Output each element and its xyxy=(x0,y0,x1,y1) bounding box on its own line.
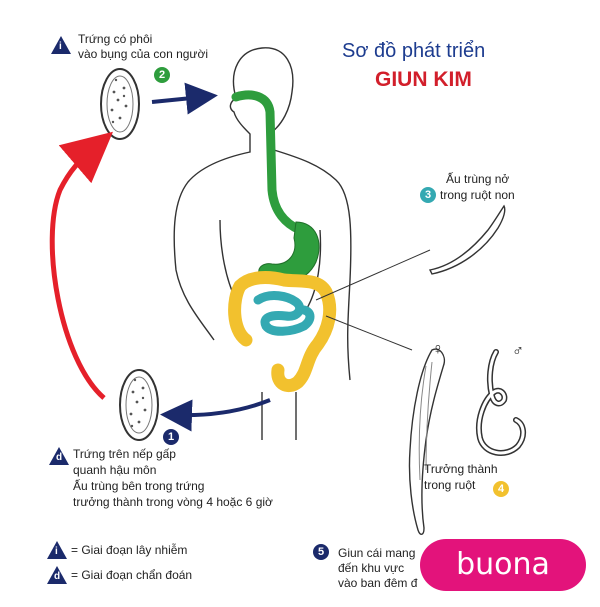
step-5-badge: 5 xyxy=(313,544,329,560)
legend-diagnostic-marker: d xyxy=(47,566,67,584)
step-4-line-1: Trưởng thành xyxy=(424,462,498,476)
step-1-badge: 1 xyxy=(163,429,179,445)
step-2-line-1: Trứng có phôi xyxy=(78,32,153,46)
step-4-line-2: trong ruột xyxy=(424,478,476,492)
egg-perianal xyxy=(119,369,159,441)
step-2-line-2: vào bụng của con người xyxy=(78,47,208,61)
diagram-title: Sơ đồ phát triển xyxy=(342,40,486,62)
egg-embryonated xyxy=(100,68,140,140)
step-1-line-4: trưởng thành trong vòng 4 hoặc 6 giờ xyxy=(73,495,273,509)
step-1-line-1: Trứng trên nếp gấp xyxy=(73,447,176,461)
step-3-line-2: trong ruột non xyxy=(440,188,515,202)
arrow-red-cycle xyxy=(49,131,113,400)
male-symbol: ♂ xyxy=(512,343,524,360)
small-intestine xyxy=(253,291,315,336)
larva xyxy=(428,204,506,275)
step-5-line-1: Giun cái mang xyxy=(338,546,416,560)
female-symbol: ♀ xyxy=(432,341,444,358)
step-1-line-2: quanh hậu môn xyxy=(73,463,157,477)
diagram-subtitle: GIUN KIM xyxy=(375,68,472,91)
step-2-badge: 2 xyxy=(154,67,170,83)
brand-logo: buona xyxy=(420,539,586,591)
legend-infective-text: = Giai đoạn lây nhiễm xyxy=(71,543,188,557)
arrow-body-to-egg xyxy=(160,398,271,432)
legend-infective-marker: i xyxy=(47,541,67,559)
step-3-line-1: Ấu trùng nở xyxy=(446,172,510,186)
step-5-line-2: đến khu vực xyxy=(338,561,405,575)
large-intestine xyxy=(228,271,337,392)
human-body-outline xyxy=(173,47,352,440)
step-4-badge: 4 xyxy=(493,481,509,497)
step-3-badge: 3 xyxy=(420,187,436,203)
step-5-line-3: vào ban đêm đ xyxy=(338,576,418,590)
female-worm xyxy=(408,348,446,535)
arrow-egg-to-mouth xyxy=(151,82,218,115)
infective-stage-marker: i xyxy=(51,36,71,54)
legend-diagnostic-text: = Giai đoạn chẩn đoán xyxy=(71,568,193,582)
esophagus xyxy=(231,90,305,235)
diagnostic-stage-marker: d xyxy=(49,447,69,465)
step-1-line-3: Ấu trùng bên trong trứng xyxy=(73,479,205,493)
